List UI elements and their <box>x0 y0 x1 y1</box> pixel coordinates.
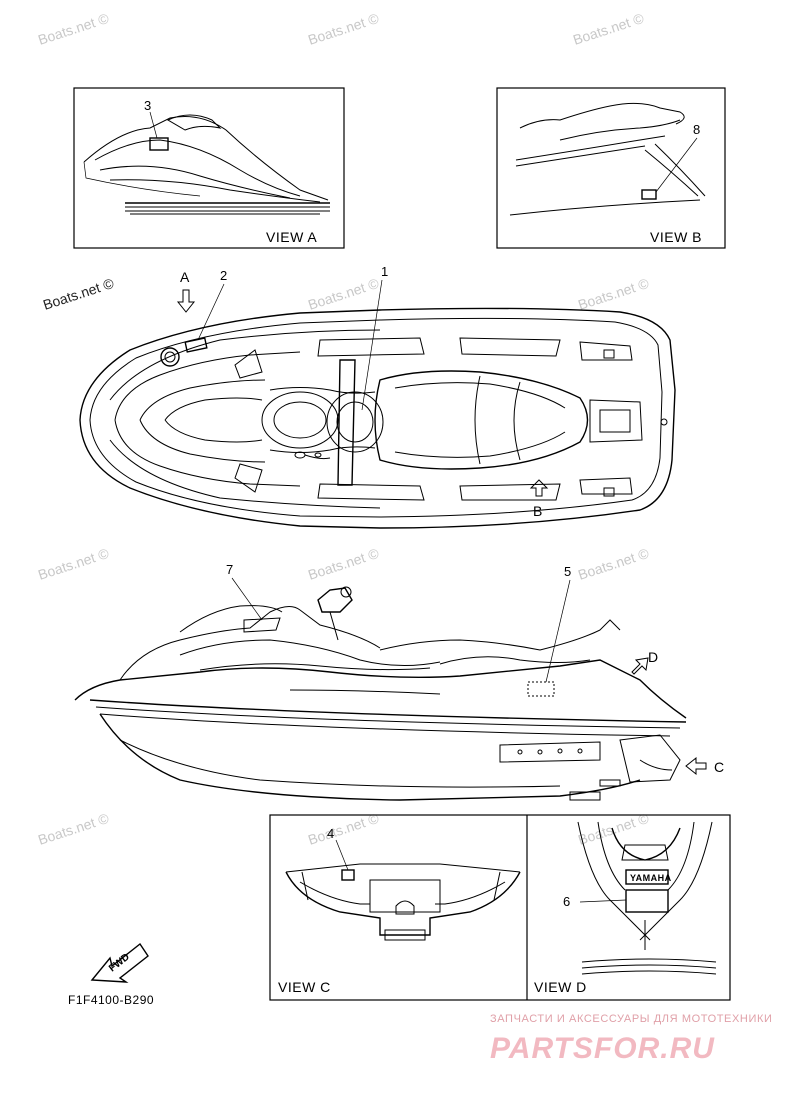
view-b-arrow <box>529 479 549 497</box>
yamaha-badge <box>625 869 669 885</box>
promo-tagline: ЗАПЧАСТИ И АКСЕССУАРЫ ДЛЯ МОТОТЕХНИКИ <box>490 1013 772 1025</box>
arrow-b-label: B <box>533 503 542 519</box>
watermark: Boats.net © <box>571 10 646 48</box>
label-4-decal <box>341 869 355 881</box>
arrow-d-label: D <box>648 649 658 665</box>
label-8-decal <box>641 189 657 200</box>
fwd-indicator: FWD <box>90 942 149 983</box>
label-7-decal <box>243 617 281 633</box>
part-number: F1F4100-B290 <box>68 993 154 1007</box>
view-a-arrow <box>176 289 196 313</box>
label-6-decal <box>625 889 669 913</box>
yamaha-badge-text: YAMAHA <box>630 873 672 883</box>
fwd-arrow-icon <box>90 942 149 983</box>
watermark: Boats.net © <box>576 275 651 313</box>
watermark: Boats.net © <box>36 10 111 48</box>
arrow-a-label: A <box>180 269 190 285</box>
view-d-arrow <box>631 657 649 675</box>
callout-5: 5 <box>564 564 571 579</box>
label-5-decal <box>527 681 555 697</box>
view-a-label: VIEW A <box>266 229 317 245</box>
view-c-d-panel: 4 VIEW C YAMAHA 6 VIEW D <box>269 814 731 1001</box>
label-3-decal <box>149 137 169 151</box>
callout-8: 8 <box>693 122 700 137</box>
watermark: Boats.net © <box>36 810 111 848</box>
view-c-arrow <box>685 756 707 776</box>
view-b-label: VIEW B <box>650 229 702 245</box>
watermark: Boats.net © <box>306 545 381 583</box>
watermark: Boats.net © <box>576 545 651 583</box>
callout-6: 6 <box>563 894 570 909</box>
callout-2: 2 <box>220 268 227 283</box>
callout-1: 1 <box>381 264 388 279</box>
promo-watermark: ЗАПЧАСТИ И АКСЕССУАРЫ ДЛЯ МОТОТЕХНИКИ PA… <box>490 1013 772 1065</box>
top-view: A B 2 1 <box>79 264 676 529</box>
arrow-c-label: C <box>714 759 724 775</box>
view-c-label: VIEW C <box>278 979 331 995</box>
view-b-panel: 8 VIEW B <box>496 87 726 249</box>
watermark: Boats.net © <box>36 545 111 583</box>
view-d-label: VIEW D <box>534 979 587 995</box>
view-a-panel: 3 VIEW A <box>73 87 345 249</box>
callout-7: 7 <box>226 562 233 577</box>
callout-3: 3 <box>144 98 151 113</box>
watermark: Boats.net © <box>306 10 381 48</box>
side-view: D C 7 5 <box>74 562 724 801</box>
label-2-decal <box>184 337 208 353</box>
watermark: Boats.net © <box>306 275 381 313</box>
watermark: Boats.net © <box>41 275 116 313</box>
promo-logo: PARTSFOR.RU <box>490 1032 715 1065</box>
callout-4: 4 <box>327 826 334 841</box>
